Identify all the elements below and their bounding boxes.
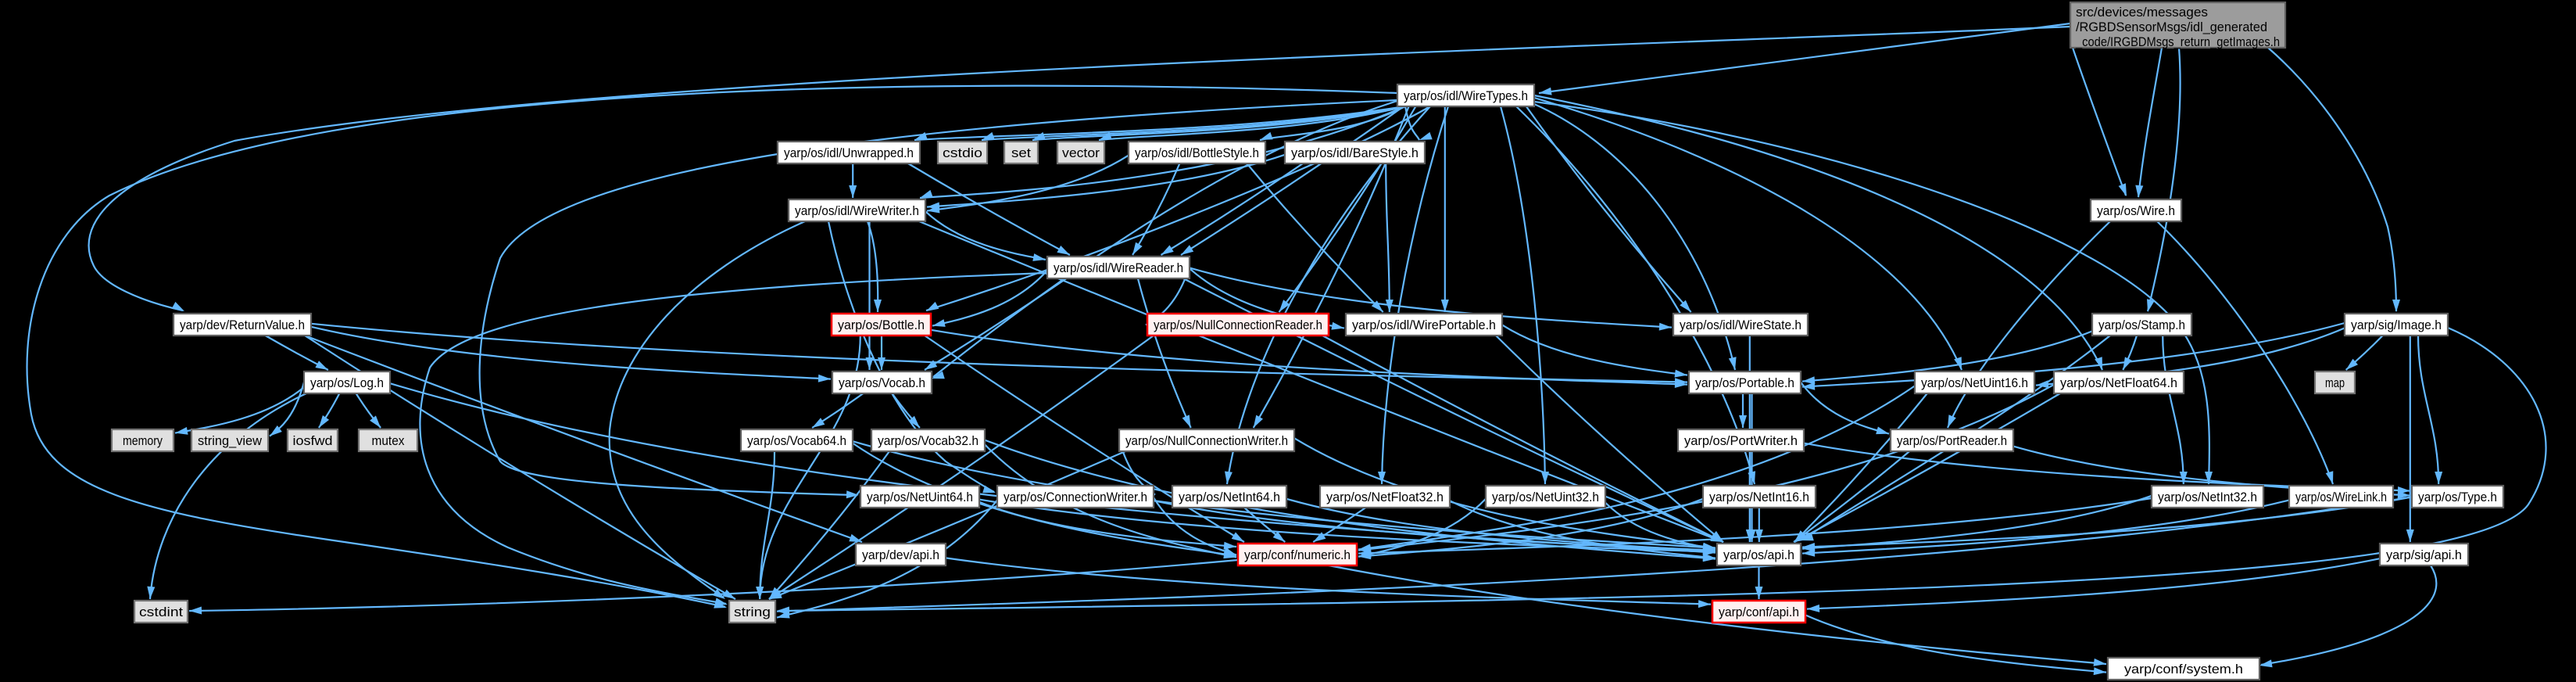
svg-text:yarp/os/NetInt64.h: yarp/os/NetInt64.h — [1179, 490, 1280, 504]
svg-text:yarp/os/Portable.h: yarp/os/Portable.h — [1695, 375, 1794, 390]
svg-text:yarp/conf/system.h: yarp/conf/system.h — [2124, 662, 2243, 677]
svg-text:yarp/dev/api.h: yarp/dev/api.h — [862, 547, 939, 562]
svg-text:yarp/os/NetUint64.h: yarp/os/NetUint64.h — [867, 490, 973, 504]
svg-text:yarp/os/Type.h: yarp/os/Type.h — [2418, 490, 2497, 504]
svg-text:mutex: mutex — [372, 433, 405, 448]
svg-text:yarp/os/Log.h: yarp/os/Log.h — [310, 375, 384, 390]
svg-text:_code/IRGBDMsgs_return_getImag: _code/IRGBDMsgs_return_getImages.h — [2075, 34, 2280, 49]
svg-text:yarp/os/Vocab.h: yarp/os/Vocab.h — [839, 375, 925, 390]
svg-text:yarp/sig/api.h: yarp/sig/api.h — [2386, 547, 2462, 562]
svg-text:yarp/os/NetInt16.h: yarp/os/NetInt16.h — [1709, 490, 1809, 504]
svg-text:yarp/os/Wire.h: yarp/os/Wire.h — [2097, 203, 2175, 218]
svg-text:yarp/os/PortReader.h: yarp/os/PortReader.h — [1897, 433, 2007, 448]
svg-text:yarp/os/idl/WireTypes.h: yarp/os/idl/WireTypes.h — [1404, 88, 1528, 103]
svg-text:yarp/os/Vocab32.h: yarp/os/Vocab32.h — [878, 433, 979, 448]
svg-text:string: string — [734, 605, 771, 619]
svg-text:yarp/os/idl/WireWriter.h: yarp/os/idl/WireWriter.h — [795, 203, 919, 218]
svg-text:yarp/os/Stamp.h: yarp/os/Stamp.h — [2098, 318, 2185, 332]
svg-text:yarp/os/NullConnectionReader.h: yarp/os/NullConnectionReader.h — [1154, 318, 1322, 332]
svg-text:yarp/os/api.h: yarp/os/api.h — [1723, 547, 1794, 562]
svg-text:yarp/conf/numeric.h: yarp/conf/numeric.h — [1244, 547, 1351, 562]
svg-text:yarp/conf/api.h: yarp/conf/api.h — [1719, 605, 1799, 619]
svg-text:yarp/os/idl/WireReader.h: yarp/os/idl/WireReader.h — [1054, 260, 1183, 275]
svg-text:iosfwd: iosfwd — [293, 433, 333, 448]
svg-text:yarp/os/ConnectionWriter.h: yarp/os/ConnectionWriter.h — [1004, 490, 1147, 504]
svg-text:yarp/os/WireLink.h: yarp/os/WireLink.h — [2295, 490, 2387, 504]
svg-text:yarp/dev/ReturnValue.h: yarp/dev/ReturnValue.h — [180, 318, 305, 332]
svg-text:yarp/os/NetInt32.h: yarp/os/NetInt32.h — [2158, 490, 2257, 504]
svg-text:yarp/os/idl/BottleStyle.h: yarp/os/idl/BottleStyle.h — [1135, 145, 1259, 160]
svg-text:yarp/os/idl/WireState.h: yarp/os/idl/WireState.h — [1680, 318, 1801, 332]
svg-text:cstdio: cstdio — [943, 145, 982, 160]
svg-text:yarp/os/NullConnectionWriter.h: yarp/os/NullConnectionWriter.h — [1125, 433, 1288, 448]
svg-text:vector: vector — [1062, 145, 1100, 160]
svg-text:yarp/os/idl/Unwrapped.h: yarp/os/idl/Unwrapped.h — [784, 145, 914, 160]
svg-text:src/devices/messages: src/devices/messages — [2076, 5, 2208, 20]
svg-text:yarp/os/PortWriter.h: yarp/os/PortWriter.h — [1684, 433, 1798, 448]
svg-text:yarp/os/Vocab64.h: yarp/os/Vocab64.h — [747, 433, 846, 448]
svg-text:set: set — [1011, 145, 1031, 160]
svg-text:map: map — [2325, 375, 2345, 390]
svg-text:yarp/os/NetFloat64.h: yarp/os/NetFloat64.h — [2060, 375, 2177, 390]
svg-text:yarp/sig/Image.h: yarp/sig/Image.h — [2351, 318, 2442, 332]
svg-text:yarp/os/idl/BareStyle.h: yarp/os/idl/BareStyle.h — [1291, 145, 1419, 160]
svg-text:yarp/os/NetUint16.h: yarp/os/NetUint16.h — [1921, 375, 2028, 390]
svg-text:cstdint: cstdint — [139, 605, 183, 619]
svg-text:string_view: string_view — [198, 433, 263, 448]
svg-text:/RGBDSensorMsgs/idl_generated: /RGBDSensorMsgs/idl_generated — [2076, 20, 2267, 34]
svg-text:yarp/os/NetUint32.h: yarp/os/NetUint32.h — [1492, 490, 1599, 504]
svg-text:memory: memory — [123, 433, 163, 448]
svg-text:yarp/os/idl/WirePortable.h: yarp/os/idl/WirePortable.h — [1352, 318, 1496, 332]
svg-text:yarp/os/NetFloat32.h: yarp/os/NetFloat32.h — [1326, 490, 1444, 504]
svg-text:yarp/os/Bottle.h: yarp/os/Bottle.h — [838, 318, 925, 332]
